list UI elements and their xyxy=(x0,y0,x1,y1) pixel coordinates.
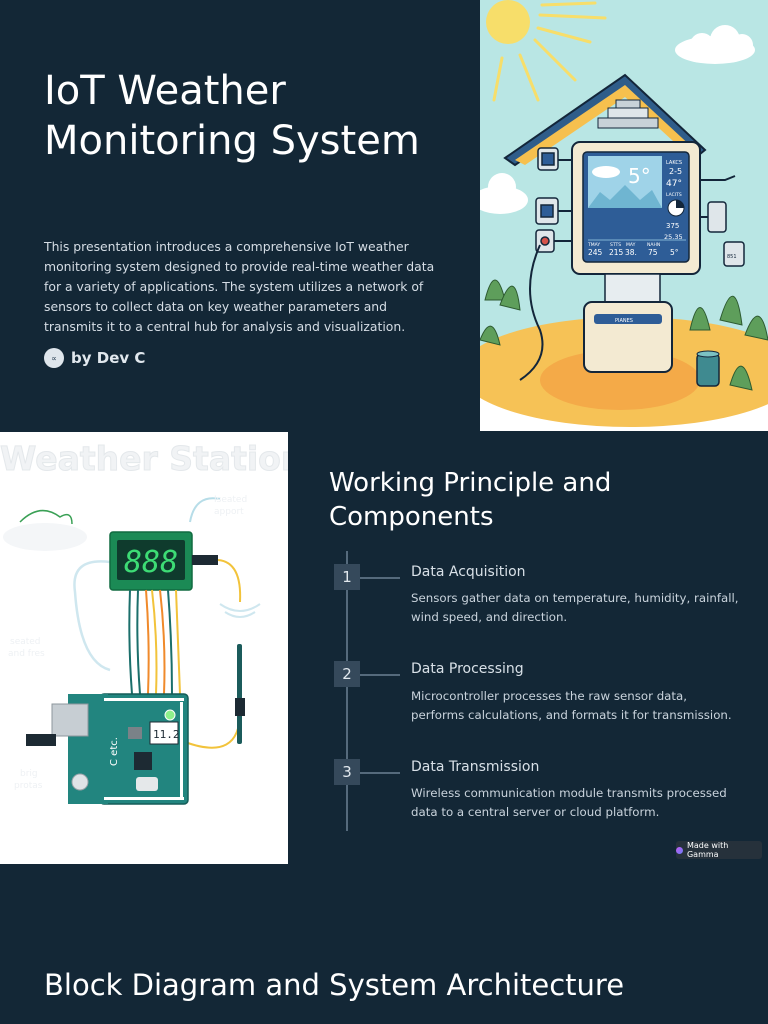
svg-text:LACITS: LACITS xyxy=(666,192,682,198)
step-description: Sensors gather data on temperature, humi… xyxy=(411,591,739,624)
step-connector xyxy=(360,674,400,676)
svg-text:Iseated: Iseated xyxy=(214,495,247,505)
circuit-board-illustration: Weather Station Iseated apport seated an… xyxy=(0,432,288,864)
step-number: 3 xyxy=(334,759,360,785)
svg-text:LAKCS: LAKCS xyxy=(666,160,682,166)
svg-text:TMAY: TMAY xyxy=(587,242,600,248)
section-title: Block Diagram and System Architecture xyxy=(44,968,625,1002)
roof xyxy=(503,73,707,167)
svg-text:215: 215 xyxy=(609,248,624,257)
svg-text:NAHN: NAHN xyxy=(647,242,660,248)
section-title: Working Principle and Components xyxy=(329,468,612,532)
made-with-gamma-badge[interactable]: Made with Gamma xyxy=(676,841,762,859)
step-connector xyxy=(360,577,400,579)
cloud-icon xyxy=(480,25,755,214)
step-title: Data Transmission xyxy=(411,759,540,775)
svg-text:and fres: and fres xyxy=(8,649,45,659)
svg-text:75: 75 xyxy=(648,248,658,257)
step-connector xyxy=(360,772,400,774)
svg-text:888: 888 xyxy=(124,545,178,580)
step-title: Data Acquisition xyxy=(411,564,526,580)
svg-text:2-5: 2-5 xyxy=(669,167,682,176)
svg-text:STTS: STTS xyxy=(610,242,621,248)
timeline-line xyxy=(346,551,348,831)
step-number: 1 xyxy=(334,564,360,590)
svg-text:851: 851 xyxy=(727,254,737,260)
svg-text:C etc.: C etc. xyxy=(109,737,120,766)
badge-label: Made with Gamma xyxy=(686,841,729,859)
svg-text:seated: seated xyxy=(10,637,41,647)
step-title: Data Processing xyxy=(411,661,524,677)
author-name: by Dev C xyxy=(71,349,146,367)
svg-text:Weather Station: Weather Station xyxy=(0,439,288,478)
step-description: Microcontroller processes the raw sensor… xyxy=(411,689,732,722)
svg-text:245: 245 xyxy=(588,248,603,257)
author-byline: ∝ by Dev C xyxy=(44,348,145,368)
svg-text:protas: protas xyxy=(14,781,43,791)
weather-station-illustration: 5° LAKCS 2-5 47° LACITS 375 25.35 TMAY S… xyxy=(480,0,768,431)
svg-text:47°: 47° xyxy=(666,179,682,189)
svg-text:38.: 38. xyxy=(625,248,637,257)
svg-text:5°: 5° xyxy=(628,164,651,188)
step-description: Wireless communication module transmits … xyxy=(411,786,727,819)
svg-text:375: 375 xyxy=(666,222,679,230)
step-number: 2 xyxy=(334,661,360,687)
sun-icon xyxy=(486,0,607,102)
svg-text:MAY: MAY xyxy=(626,242,636,248)
svg-text:brig: brig xyxy=(20,769,38,779)
gamma-logo-icon xyxy=(676,846,683,854)
avatar-icon: ∝ xyxy=(44,348,64,368)
svg-text:11.2: 11.2 xyxy=(153,728,180,741)
svg-text:PIANES: PIANES xyxy=(615,318,633,324)
svg-text:apport: apport xyxy=(214,507,244,517)
slide-title: IoT Weather Monitoring System xyxy=(44,68,420,164)
intro-paragraph: This presentation introduces a comprehen… xyxy=(44,239,435,334)
svg-text:5°: 5° xyxy=(670,248,679,257)
svg-text:25.35: 25.35 xyxy=(664,233,683,241)
